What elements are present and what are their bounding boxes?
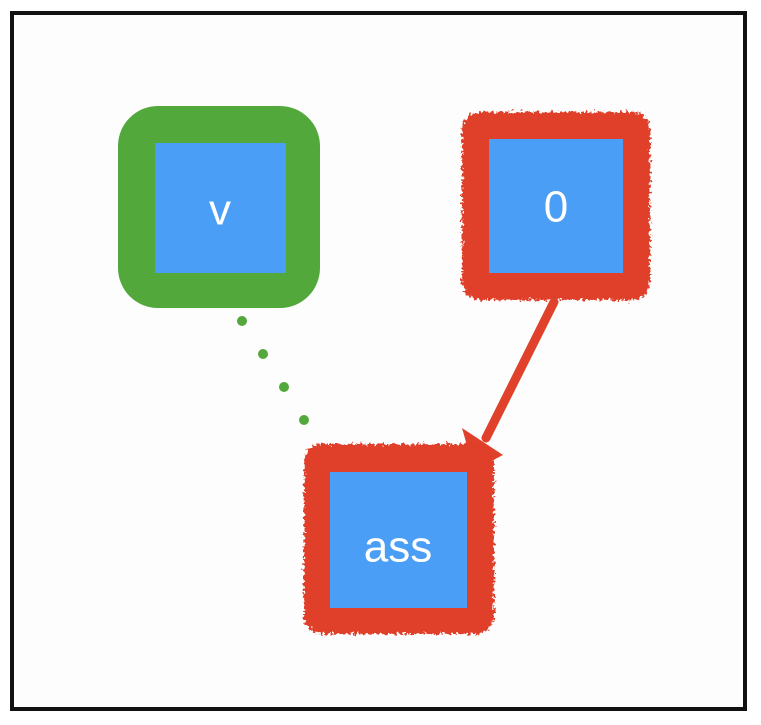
node-v-label: v xyxy=(209,186,231,235)
dotted-edge-v-to-ass xyxy=(237,316,329,458)
node-zero-box xyxy=(489,139,623,273)
node-v-box xyxy=(155,143,286,273)
node-v[interactable]: v xyxy=(118,106,320,308)
node-ass-label: ass xyxy=(364,523,432,572)
node-ass-box xyxy=(330,472,467,608)
node-zero[interactable]: 0 xyxy=(462,112,650,300)
node-ass[interactable]: ass xyxy=(304,444,494,634)
node-zero-label: 0 xyxy=(544,183,568,232)
